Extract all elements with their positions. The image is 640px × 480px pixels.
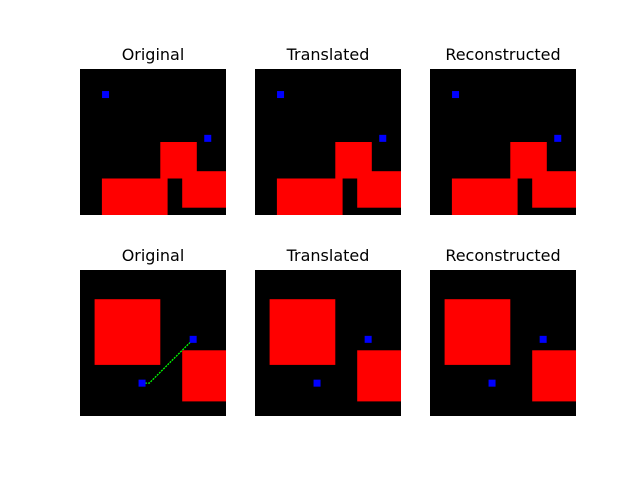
obstacle-rect (532, 350, 576, 402)
panel-title: Original (122, 246, 185, 265)
point-marker (452, 91, 460, 99)
obstacle-rect (182, 350, 226, 402)
obstacle-rect (101, 178, 168, 215)
obstacle-rect (357, 350, 401, 402)
obstacle-rect (532, 171, 576, 208)
obstacle-rect (444, 299, 511, 365)
panel-title: Translated (286, 246, 370, 265)
point-marker (364, 335, 372, 343)
panel: Original (80, 246, 226, 416)
obstacle-rect (269, 299, 336, 365)
obstacle-rect (451, 178, 518, 215)
panel: Original (80, 45, 226, 215)
point-marker (277, 91, 285, 99)
panel: Translated (255, 45, 401, 215)
point-marker (138, 379, 146, 387)
panel-title: Original (122, 45, 185, 64)
panel-title: Translated (286, 45, 370, 64)
point-marker (102, 91, 110, 99)
obstacle-rect (182, 171, 226, 208)
point-marker (488, 379, 496, 387)
point-marker (379, 134, 387, 142)
obstacle-rect (94, 299, 161, 365)
point-marker (539, 335, 547, 343)
point-marker (313, 379, 321, 387)
point-marker (189, 335, 197, 343)
panel: Reconstructed (430, 246, 576, 416)
panel-title: Reconstructed (445, 246, 560, 265)
point-marker (204, 134, 212, 142)
point-marker (554, 134, 562, 142)
obstacle-rect (276, 178, 343, 215)
obstacle-rect (357, 171, 401, 208)
path-line (142, 338, 194, 384)
panel: Translated (255, 246, 401, 416)
panel-title: Reconstructed (445, 45, 560, 64)
panel: Reconstructed (430, 45, 576, 215)
